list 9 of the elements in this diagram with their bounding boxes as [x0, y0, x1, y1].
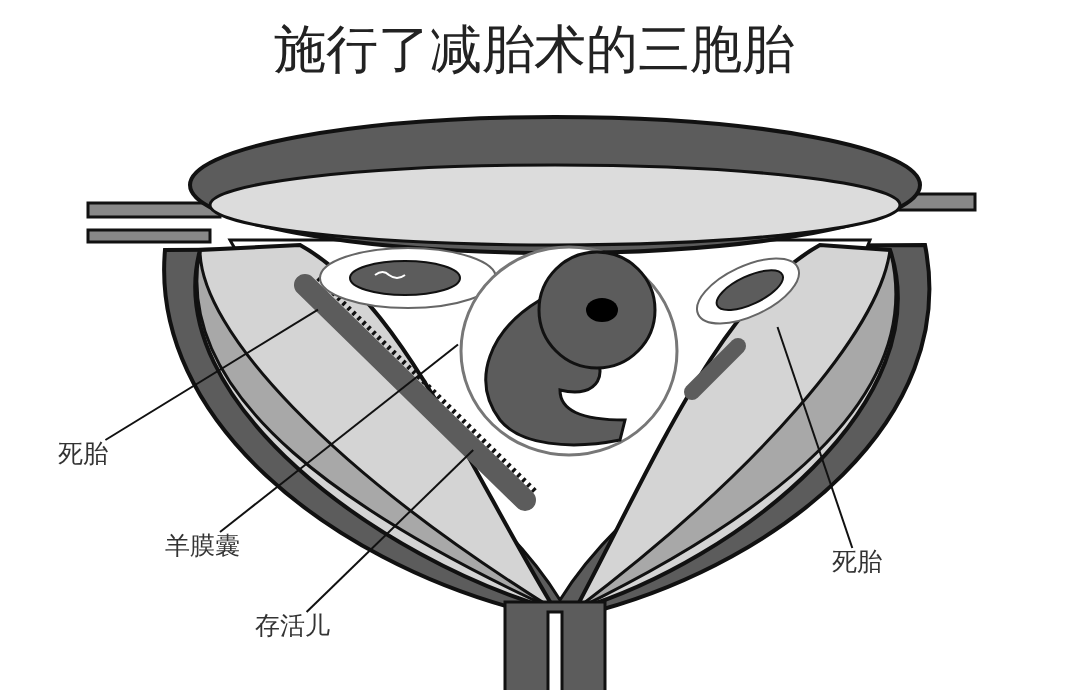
leader-label: 死胎 — [58, 440, 108, 468]
leader-line — [104, 308, 319, 441]
leader-line — [776, 326, 854, 549]
leader-label: 死胎 — [832, 548, 882, 576]
leader-label: 羊膜囊 — [165, 532, 240, 560]
leader-line — [219, 343, 459, 533]
leader-line — [305, 449, 475, 613]
title: 施行了减胎术的三胞胎 — [273, 18, 795, 81]
leader-label: 存活儿 — [255, 612, 330, 640]
